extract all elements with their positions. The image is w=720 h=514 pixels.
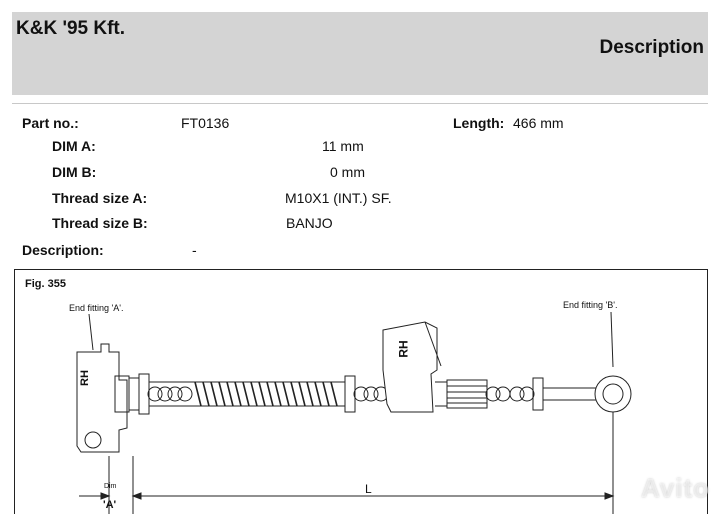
thread-b-label: Thread size B: bbox=[52, 215, 148, 231]
a-marker: 'A' bbox=[103, 499, 117, 511]
end-fitting-b-label: End fitting 'B'. bbox=[563, 300, 618, 310]
description-value: - bbox=[192, 242, 197, 258]
fitting-b-collar bbox=[532, 377, 544, 411]
fitting-a-nut bbox=[114, 375, 130, 413]
banjo-fitting-inner bbox=[602, 383, 624, 405]
end-fitting-a-label: End fitting 'A'. bbox=[69, 303, 124, 313]
figure-title: Fig. 355 bbox=[25, 278, 66, 290]
ribbed-hose bbox=[446, 379, 488, 409]
dim-b-label: DIM B: bbox=[52, 164, 97, 180]
divider bbox=[12, 103, 708, 104]
technical-drawing: Fig. 355 End fitting 'A'. End fitting 'B… bbox=[14, 269, 708, 514]
part-no-value: FT0136 bbox=[181, 115, 230, 131]
header-bar: K&K '95 Kft. Description bbox=[12, 12, 708, 95]
hose-spring bbox=[194, 381, 338, 407]
mid-collar bbox=[344, 375, 356, 413]
dim-a-value: 11 mm bbox=[322, 138, 364, 154]
length-value: 466 mm bbox=[513, 115, 564, 131]
page-title: Description bbox=[599, 37, 704, 58]
leader-line-a bbox=[88, 313, 94, 351]
thread-a-value: M10X1 (INT.) SF. bbox=[285, 190, 392, 206]
watermark-logo: Avito bbox=[640, 473, 710, 503]
description-label: Description: bbox=[22, 242, 104, 258]
banjo-fitting-outer bbox=[594, 375, 632, 413]
brand-name: K&K '95 Kft. bbox=[16, 18, 126, 39]
leader-line-b bbox=[610, 311, 614, 368]
hose-beads-a bbox=[147, 386, 193, 402]
hose-mount-bracket bbox=[382, 321, 438, 413]
hose-beads-mid bbox=[353, 386, 389, 402]
thread-a-label: Thread size A: bbox=[52, 190, 148, 206]
part-no-label: Part no.: bbox=[22, 115, 79, 131]
dim-label: Dim bbox=[104, 483, 117, 490]
fitting-a-bracket bbox=[76, 343, 128, 453]
length-label: Length: bbox=[453, 115, 505, 131]
fitting-a-hole bbox=[84, 431, 102, 449]
hose-drawing bbox=[76, 311, 632, 514]
rh-label-fitting: RH bbox=[78, 370, 91, 386]
length-marker: L bbox=[365, 482, 372, 496]
rh-label-bracket: RH bbox=[396, 340, 411, 358]
dim-b-value: 0 mm bbox=[330, 164, 365, 180]
fitting-a-collar bbox=[138, 373, 150, 415]
dim-a-label: DIM A: bbox=[52, 138, 96, 154]
thread-b-value: BANJO bbox=[286, 215, 333, 231]
hose-beads-b bbox=[485, 386, 535, 402]
